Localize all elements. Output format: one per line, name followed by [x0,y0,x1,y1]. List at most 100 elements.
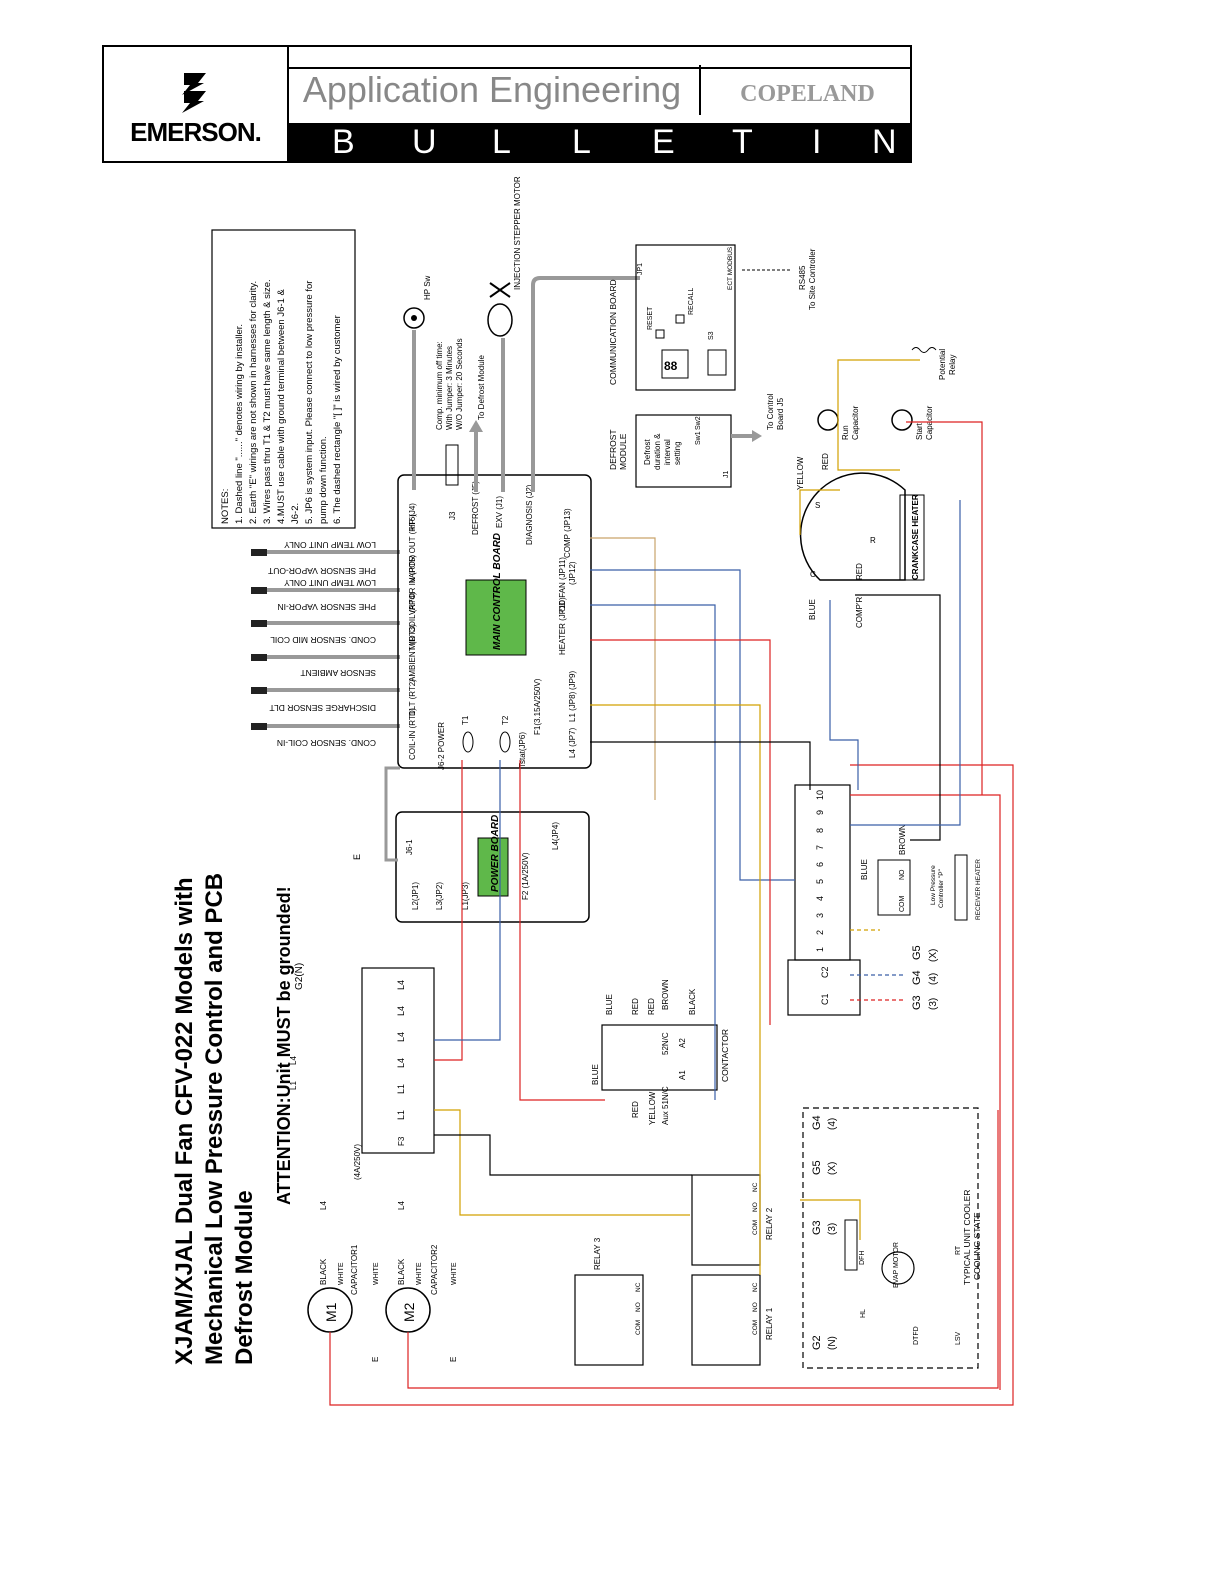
lp-label: COM [899,896,906,913]
defrost-text: Defrost [643,438,652,465]
main-port-label: COMP (JP13) [563,508,572,558]
defrost-sw: Sw2 [695,416,702,430]
motor-wire: WHITE [416,1262,423,1285]
main-port-label: J3 [448,511,457,520]
power-board-port: L2(JP1) [411,882,420,910]
main-port-label: T2 [501,715,510,725]
comp-note: With Jumper: 3 Minutes [445,346,454,430]
terminal-number: 6 [815,862,825,867]
relay-pin: COM [635,1320,642,1335]
note-line: 6. The dashed rectangle "[ ]" is wired b… [332,315,343,524]
wires [329,359,1014,1406]
contactor-pin-label: BLUE [605,994,614,1015]
defrost-text: duration & [653,433,662,470]
main-port-label: T1 [461,715,470,725]
defrost-sw: J1 [723,471,730,479]
main-port-label: DEFROST (J5) [471,481,480,535]
wire-color-label: BROWN [898,824,907,855]
bulletin-letter: U [412,123,437,161]
main-port-label: DLT (RT2) [408,679,417,716]
power-board-port: L1(JP3) [461,882,470,910]
fan-motors: M1 M2 BLACK WHITE CAPACITOR1 WHITE L4 E … [307,1201,458,1362]
low-pressure-control: COM NO Low Pressure Controller "P" RECEI… [877,854,982,921]
motor-wire: WHITE [451,1262,458,1285]
output-label: G5 [911,945,923,960]
cooler-output: G5 [811,1160,823,1175]
title-line-1: XJAM/XJAL Dual Fan CFV-022 Models with [171,877,198,1365]
line-label: L4 [289,1056,298,1065]
sensor-label: PHE SENSOR VAPOR-OUT [268,566,376,576]
attention-text: ATTENTION:Unit MUST be grounded! [274,886,294,1205]
defrost-sw: Sw1 [695,431,702,445]
terminal-number: 2 [815,930,825,935]
note-line: 1. Dashed line "......" denotes wiring b… [234,324,245,524]
terminal-number: 4 [815,896,825,901]
output-label: (X) [928,949,939,962]
sensor-label: COND. SENSOR MID COIL [270,635,376,645]
wire-color-label: BLUE [808,599,817,620]
main-port-label: MID COIL (RT4) [408,592,417,650]
cooler-output: (4) [827,1118,838,1130]
motor-wire: CAPACITOR1 [350,1244,359,1295]
relay-name: RELAY 2 [765,1207,774,1240]
compressor-label: C [810,570,816,579]
motor-wire: E [449,1357,458,1362]
motor-wire: L4 [319,1201,328,1210]
main-port-label: (JP12) [568,561,577,585]
note-line: 3. Wires pass thru T1 & T2 must have sam… [262,279,273,524]
wire-color-label: RED [855,563,864,580]
bulletin-letter: N [872,123,897,161]
comm-label: JP1 [637,263,644,275]
c-terminal: C1 [820,993,830,1005]
hp-sw-label: HP Sw [423,275,432,300]
relay-pin: NC [752,1182,759,1192]
bulletin-letter: B [332,123,355,161]
motor-wire: E [371,1357,380,1362]
comm-label: RESET [647,306,654,330]
sensor-probes [251,549,267,730]
relay-pin: NO [752,1302,759,1312]
lp-label: Controller "P" [938,868,945,908]
contactor-label: CONTACTOR [720,1029,730,1082]
run-cap-label: Capacitor [851,405,860,440]
defrost-module: DEFROST MODULE Defrost duration & interv… [608,393,785,488]
main-port-label: VAPOR OUT (RT6) [408,514,417,583]
motor-wire: WHITE [373,1262,380,1285]
sensor-label: PHE SENSOR VAPOR-IN [277,602,376,612]
output-label: G3 [911,995,923,1010]
compressor-label: S [815,501,820,510]
terminal-number: 8 [815,828,825,833]
main-port-label: J6-2 POWER [437,722,446,770]
to-defrost-label: To Defrost Module [477,355,486,420]
sensor-leads [265,550,400,728]
comm-label: S3 [708,331,715,340]
cooler-part: DTFD [913,1326,920,1345]
comm-label: RECALL [688,288,695,315]
application-engineering-title: Application Engineering [302,69,682,110]
main-port-label: DIAGNOSIS (J2) [525,484,534,545]
relay-pin: NC [752,1282,759,1292]
main-port-label: Tstat(JP6) [518,732,527,768]
notes-box: NOTES: 1. Dashed line "......" denotes w… [211,229,356,529]
contactor-pin-label: RED [631,1101,640,1118]
motor-wire: BLACK [319,1258,328,1285]
contactor: CONTACTOR A1 A2 Aux 51N/C 52N/C BROWN BL… [591,979,730,1125]
bulletin-bar: B U L L E T I N [287,123,912,161]
terminal-strip: 10 9 8 7 6 5 4 3 2 1 C2 C1 G5 (X) G4 (4)… [787,784,939,1016]
top-components: HP Sw INJECTION STEPPER MOTOR Comp. mini… [403,176,640,492]
relay-label: Potential [938,349,947,380]
breaker-fuse: F3 [397,1136,406,1146]
cooler-output: (3) [827,1223,838,1235]
relay-pin: NO [635,1302,642,1312]
main-board-label: MAIN CONTROL BOARD [492,533,503,650]
to-control-label: Board J5 [776,397,785,430]
logo-text: EMERSON. [130,117,262,147]
motor-name: M2 [401,1302,417,1322]
cooler-part: HL [860,1309,867,1318]
contactor-pin-label: BLACK [688,988,697,1015]
terminal-number: 3 [815,913,825,918]
output-label: (4) [928,973,939,985]
rs485-label: To Site Controller [808,248,817,310]
power-board-label: POWER BOARD [490,815,501,892]
title-line-2: Mechanical Low Pressure Control and PCB [201,873,228,1365]
